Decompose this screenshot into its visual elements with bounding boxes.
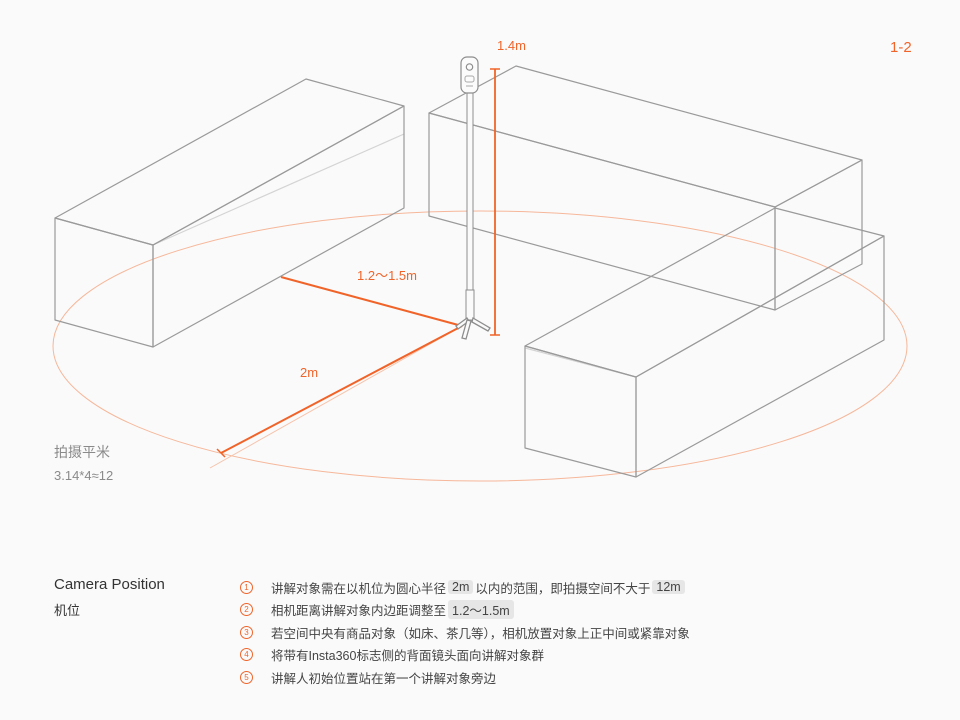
radius-line <box>220 325 463 454</box>
pole-height-label: 1.4m <box>497 38 526 53</box>
radius-line-end-tick <box>216 448 226 458</box>
shooting-area-value: 3.14*4≈12 <box>54 468 114 483</box>
highlight-value: 1.2～1.5m <box>448 600 514 620</box>
number-circle-icon: 3 <box>240 625 253 639</box>
shooting-area-circle <box>52 210 908 482</box>
highlight-value: 12m <box>652 580 685 595</box>
radius-label: 2m <box>300 365 318 380</box>
back-right-object-box <box>428 65 863 311</box>
camera-icon <box>460 56 479 94</box>
front-right-object-box <box>524 207 885 478</box>
note-text: 讲解对象需在以机位为圆心半径 <box>271 581 447 596</box>
camera-position-diagram: 1.4m 1.2～1.5m 2m 1-2 <box>52 38 912 482</box>
distance-label: 1.2～1.5m <box>357 268 417 283</box>
page-number: 1-2 <box>890 39 912 56</box>
number-circle-icon: 5 <box>240 670 253 684</box>
note-item: 4 将带有Insta360标志侧的背面镜头面向讲解对象群 <box>240 644 690 667</box>
number-circle-icon: 4 <box>240 648 253 662</box>
note-text: 讲解人初始位置站在第一个讲解对象旁边 <box>271 671 497 686</box>
note-item: 1 讲解对象需在以机位为圆心半径 2m 以内的范围，即拍摄空间不大于 12m <box>240 576 690 599</box>
section-subtitle: 机位 <box>54 603 81 618</box>
radius-guide-line <box>209 325 463 469</box>
note-text: 若空间中央有商品对象（如床、茶几等），相机放置对象上正中间或紧靠对象 <box>271 626 690 641</box>
highlight-value: 2m <box>448 580 474 595</box>
section-title: Camera Position <box>54 576 165 593</box>
number-circle-icon: 1 <box>240 580 253 594</box>
note-text: 相机距离讲解对象内边距调整至 <box>271 604 447 619</box>
left-object-box <box>54 78 405 348</box>
note-text: 将带有Insta360标志侧的背面镜头面向讲解对象群 <box>271 649 544 664</box>
distance-line <box>280 276 463 327</box>
note-text: 以内的范围，即拍摄空间不大于 <box>475 581 651 596</box>
number-circle-icon: 2 <box>240 603 253 617</box>
note-item: 5 讲解人初始位置站在第一个讲解对象旁边 <box>240 666 690 689</box>
note-item: 2 相机距离讲解对象内边距调整至 1.2～1.5m <box>240 599 690 622</box>
shooting-area-title: 拍摄平米 <box>54 444 110 460</box>
tripod-stand <box>455 316 491 340</box>
height-measure-line <box>490 68 500 336</box>
notes-list: 1 讲解对象需在以机位为圆心半径 2m 以内的范围，即拍摄空间不大于 12m 2… <box>240 576 690 689</box>
note-item: 3 若空间中央有商品对象（如床、茶几等），相机放置对象上正中间或紧靠对象 <box>240 621 690 644</box>
camera-pole <box>465 91 475 321</box>
